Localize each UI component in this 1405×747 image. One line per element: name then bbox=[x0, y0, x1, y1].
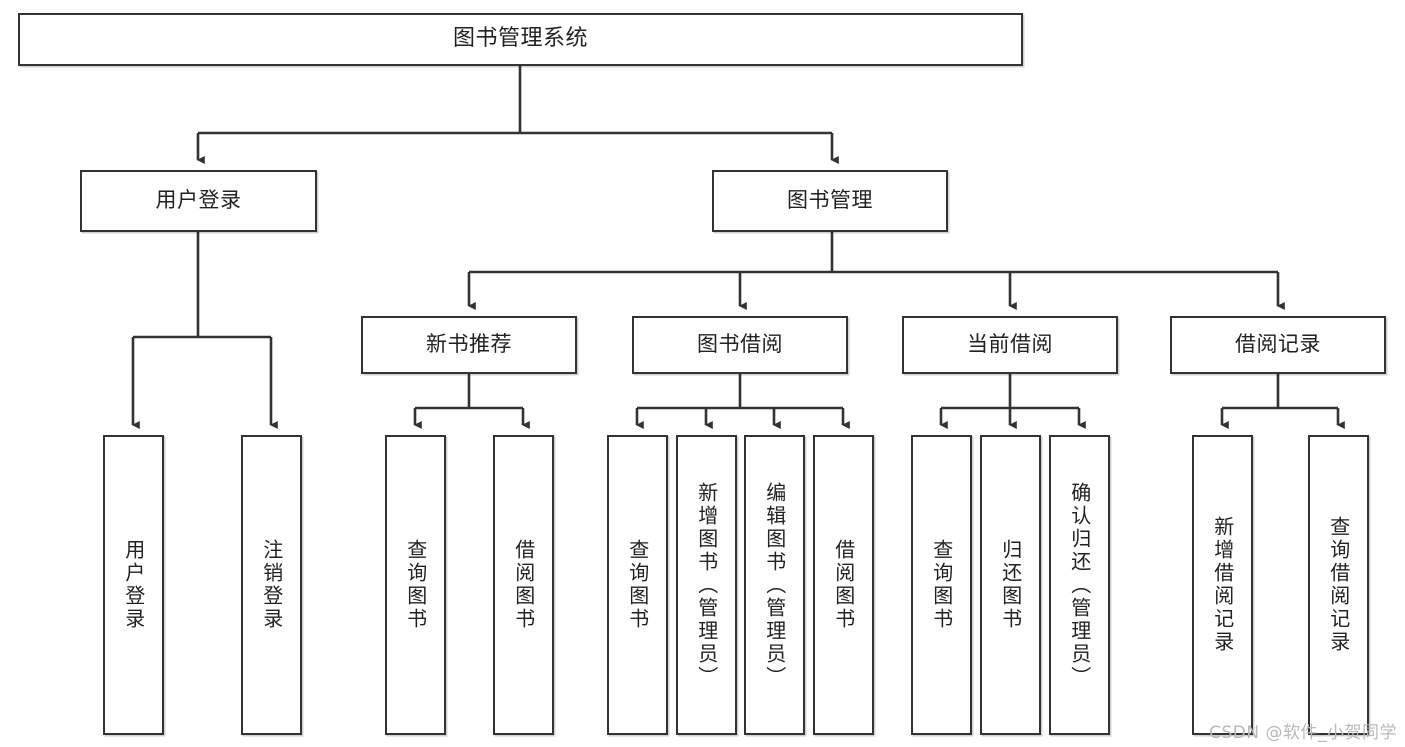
node-leaf-borrow-book-2[interactable]: 借阅图书 bbox=[813, 435, 874, 735]
node-label: 借阅图书 bbox=[511, 539, 536, 631]
node-leaf-add-book[interactable]: 新增图书（管理员） bbox=[676, 435, 737, 735]
node-label: 图书借阅 bbox=[697, 332, 783, 357]
node-current-borrow[interactable]: 当前借阅 bbox=[902, 316, 1118, 374]
node-label: 图书管理系统 bbox=[452, 26, 588, 52]
node-root-book-management-system[interactable]: 图书管理系统 bbox=[18, 13, 1023, 66]
node-label: 新增借阅记录 bbox=[1210, 516, 1235, 654]
node-label: 编辑图书（管理员） bbox=[762, 481, 787, 689]
node-label: 借阅图书 bbox=[831, 539, 856, 631]
node-new-book-recommend[interactable]: 新书推荐 bbox=[361, 316, 577, 374]
node-leaf-query-book-2[interactable]: 查询图书 bbox=[607, 435, 668, 735]
node-leaf-user-login[interactable]: 用户登录 bbox=[103, 435, 164, 735]
node-borrow-record[interactable]: 借阅记录 bbox=[1170, 316, 1386, 374]
node-leaf-confirm-return[interactable]: 确认归还（管理员） bbox=[1049, 435, 1110, 735]
node-label: 归还图书 bbox=[998, 539, 1023, 631]
node-label: 借阅记录 bbox=[1235, 332, 1321, 357]
node-label: 注销登录 bbox=[259, 539, 284, 631]
node-leaf-query-record[interactable]: 查询借阅记录 bbox=[1308, 435, 1369, 735]
node-label: 当前借阅 bbox=[967, 332, 1053, 357]
node-label: 新增图书（管理员） bbox=[694, 481, 719, 689]
watermark-text: CSDN @软件_小贺同学 bbox=[1209, 723, 1397, 743]
node-leaf-borrow-book-1[interactable]: 借阅图书 bbox=[493, 435, 554, 735]
node-leaf-edit-book[interactable]: 编辑图书（管理员） bbox=[744, 435, 805, 735]
node-label: 确认归还（管理员） bbox=[1067, 481, 1092, 689]
node-label: 查询图书 bbox=[403, 539, 428, 631]
node-label: 用户登录 bbox=[155, 188, 242, 213]
node-user-login[interactable]: 用户登录 bbox=[80, 170, 317, 232]
node-label: 查询借阅记录 bbox=[1326, 516, 1351, 654]
node-label: 查询图书 bbox=[625, 539, 650, 631]
node-label: 查询图书 bbox=[929, 539, 954, 631]
node-book-borrow[interactable]: 图书借阅 bbox=[632, 316, 848, 374]
node-book-management[interactable]: 图书管理 bbox=[712, 170, 948, 232]
node-label: 用户登录 bbox=[121, 539, 146, 631]
node-label: 图书管理 bbox=[787, 188, 873, 213]
node-leaf-logout-login[interactable]: 注销登录 bbox=[241, 435, 302, 735]
node-leaf-query-book-1[interactable]: 查询图书 bbox=[385, 435, 446, 735]
node-leaf-add-record[interactable]: 新增借阅记录 bbox=[1192, 435, 1253, 735]
node-leaf-return-book[interactable]: 归还图书 bbox=[980, 435, 1041, 735]
node-label: 新书推荐 bbox=[426, 332, 512, 357]
node-leaf-query-book-3[interactable]: 查询图书 bbox=[911, 435, 972, 735]
